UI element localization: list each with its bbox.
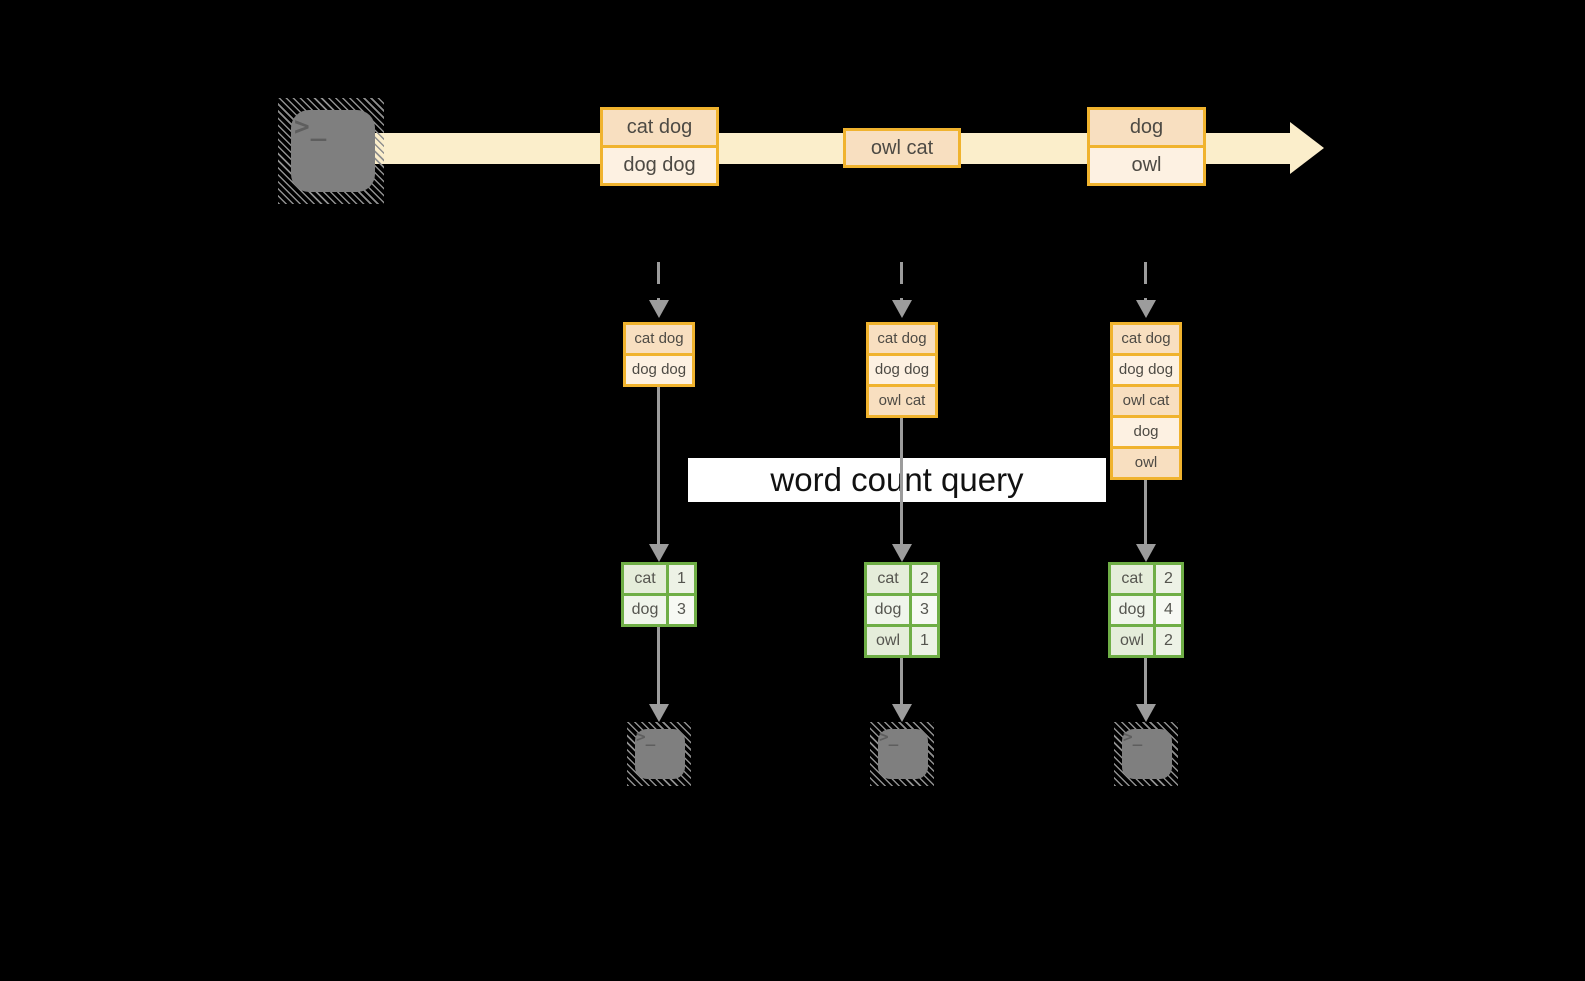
buffered-records-stack-1: cat dog dog dog bbox=[623, 322, 695, 387]
dashed-arrow-line bbox=[900, 262, 903, 302]
record: owl cat bbox=[846, 131, 958, 165]
terminal-prompt-icon: >_ bbox=[294, 112, 328, 142]
sink-terminal-icon: >_ bbox=[870, 722, 934, 786]
word-cell: dog bbox=[624, 596, 666, 624]
word-cell: cat bbox=[1111, 565, 1153, 593]
dashed-arrow-line bbox=[657, 262, 660, 302]
arrow-line bbox=[1144, 658, 1147, 704]
arrowhead-icon bbox=[892, 544, 912, 562]
record: owl bbox=[1113, 446, 1179, 477]
record: cat dog bbox=[869, 325, 935, 353]
record: owl bbox=[1090, 145, 1203, 183]
count-cell: 2 bbox=[912, 565, 937, 593]
arrow-line bbox=[900, 658, 903, 704]
record: dog bbox=[1090, 110, 1203, 145]
record: cat dog bbox=[1113, 325, 1179, 353]
record: owl cat bbox=[869, 384, 935, 415]
record: dog dog bbox=[869, 353, 935, 384]
stream-batch-1: cat dog dog dog bbox=[600, 107, 719, 186]
word-cell: owl bbox=[867, 627, 909, 655]
record: owl cat bbox=[1113, 384, 1179, 415]
dashed-arrow-line bbox=[1144, 262, 1147, 302]
terminal-screen bbox=[878, 729, 928, 779]
word-cell: owl bbox=[1111, 627, 1153, 655]
word-cell: cat bbox=[624, 565, 666, 593]
buffered-records-stack-3: cat dog dog dog owl cat dog owl bbox=[1110, 322, 1182, 480]
sink-terminal-icon: >_ bbox=[627, 722, 691, 786]
record: dog dog bbox=[1113, 353, 1179, 384]
sink-terminal-icon: >_ bbox=[1114, 722, 1178, 786]
record: dog bbox=[1113, 415, 1179, 446]
record: cat dog bbox=[603, 110, 716, 145]
arrow-line bbox=[1144, 480, 1147, 544]
arrow-line bbox=[900, 418, 903, 544]
word-cell: dog bbox=[1111, 596, 1153, 624]
count-cell: 3 bbox=[912, 596, 937, 624]
arrowhead-icon bbox=[649, 704, 669, 722]
arrowhead-icon bbox=[892, 704, 912, 722]
terminal-screen bbox=[635, 729, 685, 779]
word-count-table-3: cat 2 dog 4 owl 2 bbox=[1108, 562, 1184, 658]
count-cell: 1 bbox=[669, 565, 694, 593]
source-terminal-icon: >_ bbox=[278, 98, 384, 204]
dashed-arrowhead-icon bbox=[1136, 300, 1156, 318]
arrowhead-icon bbox=[1136, 544, 1156, 562]
stream-arrowhead-icon bbox=[1290, 122, 1324, 174]
dashed-arrowhead-icon bbox=[892, 300, 912, 318]
terminal-prompt-icon: >_ bbox=[636, 727, 656, 746]
arrow-line bbox=[657, 627, 660, 704]
terminal-screen bbox=[291, 110, 375, 192]
count-cell: 2 bbox=[1156, 565, 1181, 593]
count-cell: 3 bbox=[669, 596, 694, 624]
buffered-records-stack-2: cat dog dog dog owl cat bbox=[866, 322, 938, 418]
arrowhead-icon bbox=[1136, 704, 1156, 722]
dashed-arrowhead-icon bbox=[649, 300, 669, 318]
terminal-screen bbox=[1122, 729, 1172, 779]
count-cell: 2 bbox=[1156, 627, 1181, 655]
terminal-prompt-icon: >_ bbox=[879, 727, 899, 746]
arrowhead-icon bbox=[649, 544, 669, 562]
word-count-table-1: cat 1 dog 3 bbox=[621, 562, 697, 627]
record: dog dog bbox=[626, 353, 692, 384]
stream-batch-2: owl cat bbox=[843, 128, 961, 168]
record: dog dog bbox=[603, 145, 716, 183]
query-banner: word count query bbox=[688, 458, 1106, 502]
count-cell: 1 bbox=[912, 627, 937, 655]
arrow-line bbox=[657, 387, 660, 544]
word-cell: dog bbox=[867, 596, 909, 624]
word-cell: cat bbox=[867, 565, 909, 593]
record: cat dog bbox=[626, 325, 692, 353]
word-count-table-2: cat 2 dog 3 owl 1 bbox=[864, 562, 940, 658]
terminal-prompt-icon: >_ bbox=[1123, 727, 1143, 746]
stream-batch-3: dog owl bbox=[1087, 107, 1206, 186]
count-cell: 4 bbox=[1156, 596, 1181, 624]
